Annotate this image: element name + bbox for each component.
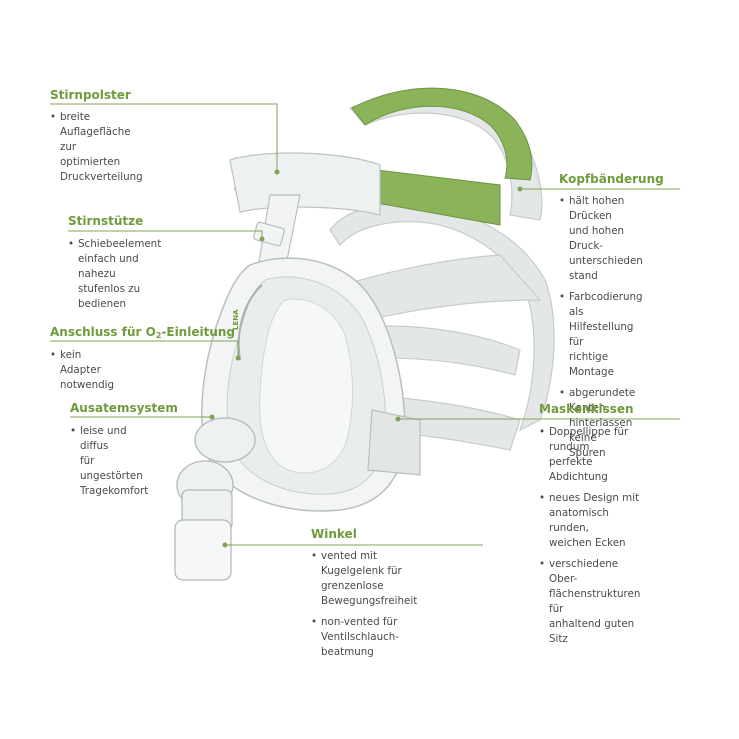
callout-item: •vented mit Kugelgelenk für grenzenlose … bbox=[311, 550, 418, 607]
callout-title: Ausatemsystem bbox=[70, 401, 178, 415]
callout-item: •hält hohen Drücken und hohen Druck- unt… bbox=[559, 195, 643, 282]
callout-title: Winkel bbox=[311, 527, 357, 541]
callout-item: •verschiedene Ober- flächenstrukturen fü… bbox=[539, 558, 641, 645]
callout-items: •Doppellippe für rundum perfekte Abdicht… bbox=[539, 425, 640, 653]
leader-lines bbox=[50, 103, 680, 548]
callout-item: •Schiebeelement einfach und nahezu stufe… bbox=[68, 238, 162, 310]
callout-title: Stirnpolster bbox=[50, 88, 131, 102]
leader-anschluss bbox=[50, 340, 239, 358]
callout-item: •neues Design mit anatomisch runden, wei… bbox=[539, 492, 640, 549]
callout-items: •breite Auflagefläche zur optimierten Dr… bbox=[50, 110, 143, 191]
callout-title: Anschluss für O2-Einleitung bbox=[50, 325, 236, 340]
callout-items: •hält hohen Drücken und hohen Druck- unt… bbox=[559, 194, 643, 467]
callout-item: •abgerundete Kanten hinterlassen keine S… bbox=[559, 387, 636, 459]
callout-items: •Schiebeelement einfach und nahezu stufe… bbox=[68, 237, 161, 318]
callout-items: •kein Adapter notwendig bbox=[50, 348, 114, 399]
leader-stirnpolster bbox=[50, 103, 278, 172]
callout-item: •non-vented für Ventilschlauch- beatmung bbox=[311, 616, 400, 658]
callout-item: •kein Adapter notwendig bbox=[50, 349, 115, 391]
callout-items: •vented mit Kugelgelenk für grenzenlose … bbox=[311, 549, 417, 666]
callout-title: Stirnstütze bbox=[68, 214, 144, 228]
leader-stirnstuetze bbox=[68, 230, 263, 239]
callout-item: •leise und diffus für ungestörten Tragek… bbox=[70, 425, 149, 497]
callout-title: Kopfbänderung bbox=[559, 172, 664, 186]
callout-item: •Farbcodierung als Hilfestellung für ric… bbox=[559, 291, 643, 378]
callout-item: •Doppellippe für rundum perfekte Abdicht… bbox=[539, 426, 629, 483]
callout-title: Maskenkissen bbox=[539, 402, 634, 416]
callout-item: •breite Auflagefläche zur optimierten Dr… bbox=[50, 111, 143, 183]
callout-items: •leise und diffus für ungestörten Tragek… bbox=[70, 424, 148, 505]
mask-label: LENA bbox=[232, 309, 240, 330]
forehead-pad bbox=[229, 152, 381, 216]
elbow bbox=[174, 417, 256, 581]
